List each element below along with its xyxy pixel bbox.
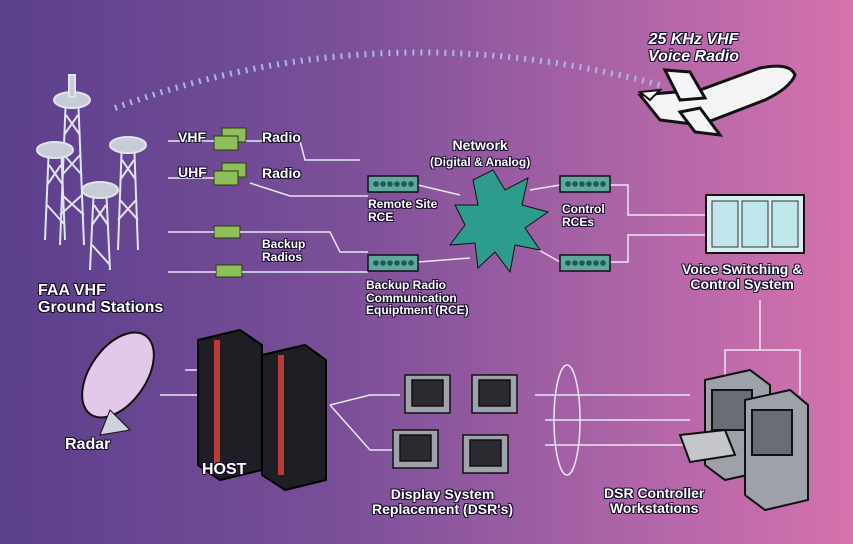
rce-indicator-dot — [408, 181, 414, 187]
rce-indicator-dot — [572, 260, 578, 266]
rce-indicator-dot — [373, 260, 379, 266]
backup-rce-line3: Equiptment (RCE) — [366, 303, 469, 318]
workstations-label-line2: Workstations — [609, 499, 699, 516]
network-star-icon — [448, 169, 550, 274]
backup-rce-line2: Communication — [366, 290, 457, 305]
control-rces-label: Control RCEs — [562, 203, 605, 228]
rce-indicator-dot — [387, 260, 393, 266]
vscs-label-line2: Control System — [690, 275, 794, 292]
rce-indicator-dot — [593, 181, 599, 187]
rce-indicator-dot — [394, 181, 400, 187]
network-label-line1: Network — [452, 137, 508, 153]
radio1-label: Radio — [262, 129, 301, 145]
control-rces-line2: RCEs — [562, 214, 595, 229]
rce-indicator-dot — [373, 181, 379, 187]
monitor-icon — [392, 374, 518, 474]
radar-label: Radar — [65, 436, 111, 453]
rce-indicator-dot — [586, 260, 592, 266]
remote-site-label: Remote Site RCE — [368, 198, 437, 223]
aircraft-label-line2: Voice Radio — [648, 47, 739, 65]
workstations-label-line1: DSR Controller — [604, 485, 705, 501]
vscs-label-line1: Voice Switching & — [682, 261, 803, 277]
backup-label-line1: Backup — [262, 237, 306, 251]
rce-indicator-dot — [387, 181, 393, 187]
control-rces-line1: Control — [562, 202, 605, 216]
network-label-line2: (Digital & Analog) — [430, 154, 531, 169]
remote-site-line1: Remote Site — [368, 197, 438, 211]
rce-indicator-dot — [565, 181, 571, 187]
rce-indicator-dot — [593, 260, 599, 266]
dsr-label-line2: Replacement (DSR's) — [372, 500, 514, 517]
host-label: HOST — [202, 461, 247, 478]
rce-indicator-dot — [380, 181, 386, 187]
bus-loop — [553, 364, 581, 476]
backup-rce-label: Backup Radio Communication Equiptment (R… — [366, 279, 469, 317]
network-label: Network (Digital & Analog) — [430, 138, 530, 168]
rce-indicator-dot — [579, 260, 585, 266]
radio-box-icon — [213, 127, 247, 278]
connection-lines — [160, 140, 801, 451]
rce-indicator-dot — [401, 260, 407, 266]
rce-indicator-dot — [579, 181, 585, 187]
rce-indicator-dot — [401, 181, 407, 187]
backup-rce-line1: Backup Radio — [366, 278, 447, 292]
dsr-label-line1: Display System — [390, 486, 495, 502]
rce-indicator-dot — [380, 260, 386, 266]
backup-radios-label: Backup Radios — [262, 238, 305, 263]
aircraft-label: 25 KHz VHF Voice Radio — [648, 31, 739, 66]
rce-indicator-dot — [408, 260, 414, 266]
remote-site-line2: RCE — [368, 209, 394, 224]
rce-unit-icon — [367, 175, 611, 272]
rce-indicator-dot — [572, 181, 578, 187]
voice-switch-icon — [705, 194, 805, 254]
host-computer-icon — [197, 328, 327, 492]
ground-stations-label: FAA VHF Ground Stations — [38, 282, 164, 317]
rce-indicator-dot — [600, 181, 606, 187]
ground-label-line2: Ground Stations — [38, 298, 164, 316]
radio-link-arc — [113, 49, 661, 111]
rce-indicator-dot — [586, 181, 592, 187]
ground-label-line1: FAA VHF — [38, 282, 106, 299]
airplane-icon — [637, 64, 797, 137]
dsr-label: Display System Replacement (DSR's) — [372, 487, 513, 516]
radio2-label: Radio — [262, 165, 301, 181]
vscs-label: Voice Switching & Control System — [682, 262, 802, 291]
backup-label-line2: Radios — [262, 249, 303, 264]
workstations-label: DSR Controller Workstations — [604, 486, 704, 515]
workstation-icon — [678, 368, 809, 512]
uhf-label: UHF — [178, 164, 207, 180]
rce-indicator-dot — [394, 260, 400, 266]
aircraft-label-line1: 25 KHz VHF — [648, 31, 739, 48]
antenna-tower-icon — [36, 74, 147, 271]
rce-indicator-dot — [565, 260, 571, 266]
radar-dish-icon — [81, 331, 155, 436]
vhf-label: VHF — [178, 129, 206, 145]
rce-indicator-dot — [600, 260, 606, 266]
